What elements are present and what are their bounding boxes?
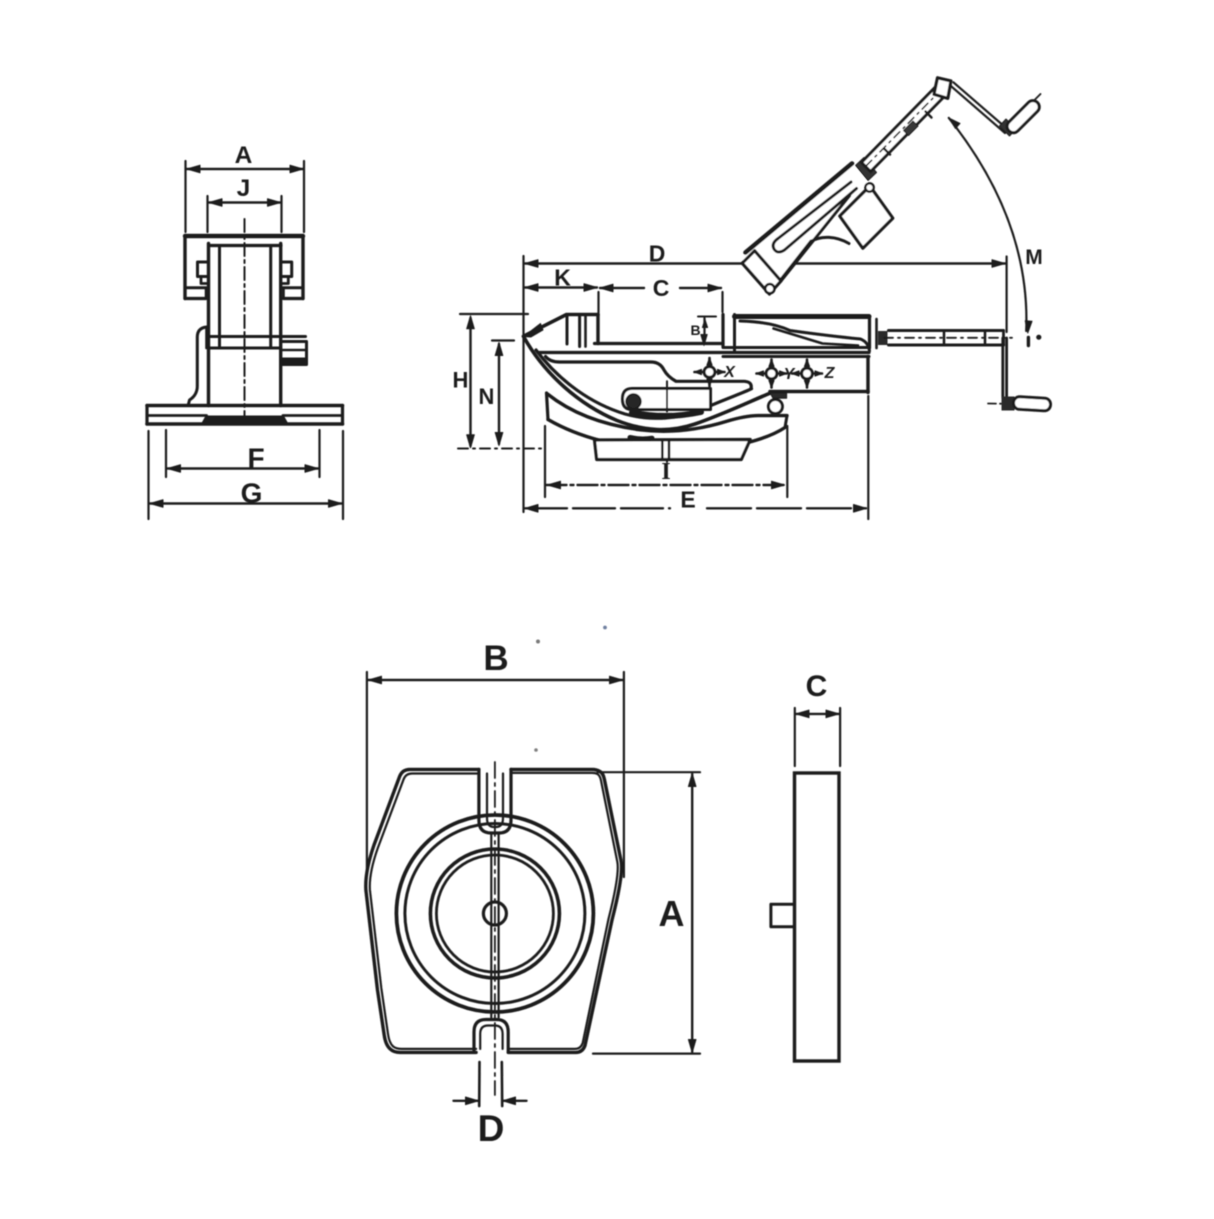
svg-text:Z: Z — [824, 365, 836, 382]
svg-text:B: B — [483, 639, 508, 678]
svg-text:H: H — [453, 368, 469, 393]
svg-text:A: A — [235, 142, 253, 169]
svg-text:F: F — [247, 443, 264, 474]
svg-text:D: D — [649, 241, 666, 267]
svg-text:D: D — [478, 1108, 505, 1149]
svg-text:C: C — [653, 275, 670, 301]
svg-text:I: I — [661, 459, 670, 485]
svg-text:G: G — [241, 478, 263, 509]
svg-text:C: C — [806, 670, 828, 703]
svg-text:E: E — [680, 487, 695, 513]
svg-text:K: K — [554, 265, 571, 291]
svg-text:N: N — [479, 384, 495, 409]
svg-text:X: X — [723, 364, 736, 381]
svg-text:A: A — [659, 893, 685, 934]
svg-text:B: B — [690, 322, 700, 338]
svg-text:J: J — [237, 175, 251, 202]
svg-text:M: M — [1025, 246, 1043, 269]
